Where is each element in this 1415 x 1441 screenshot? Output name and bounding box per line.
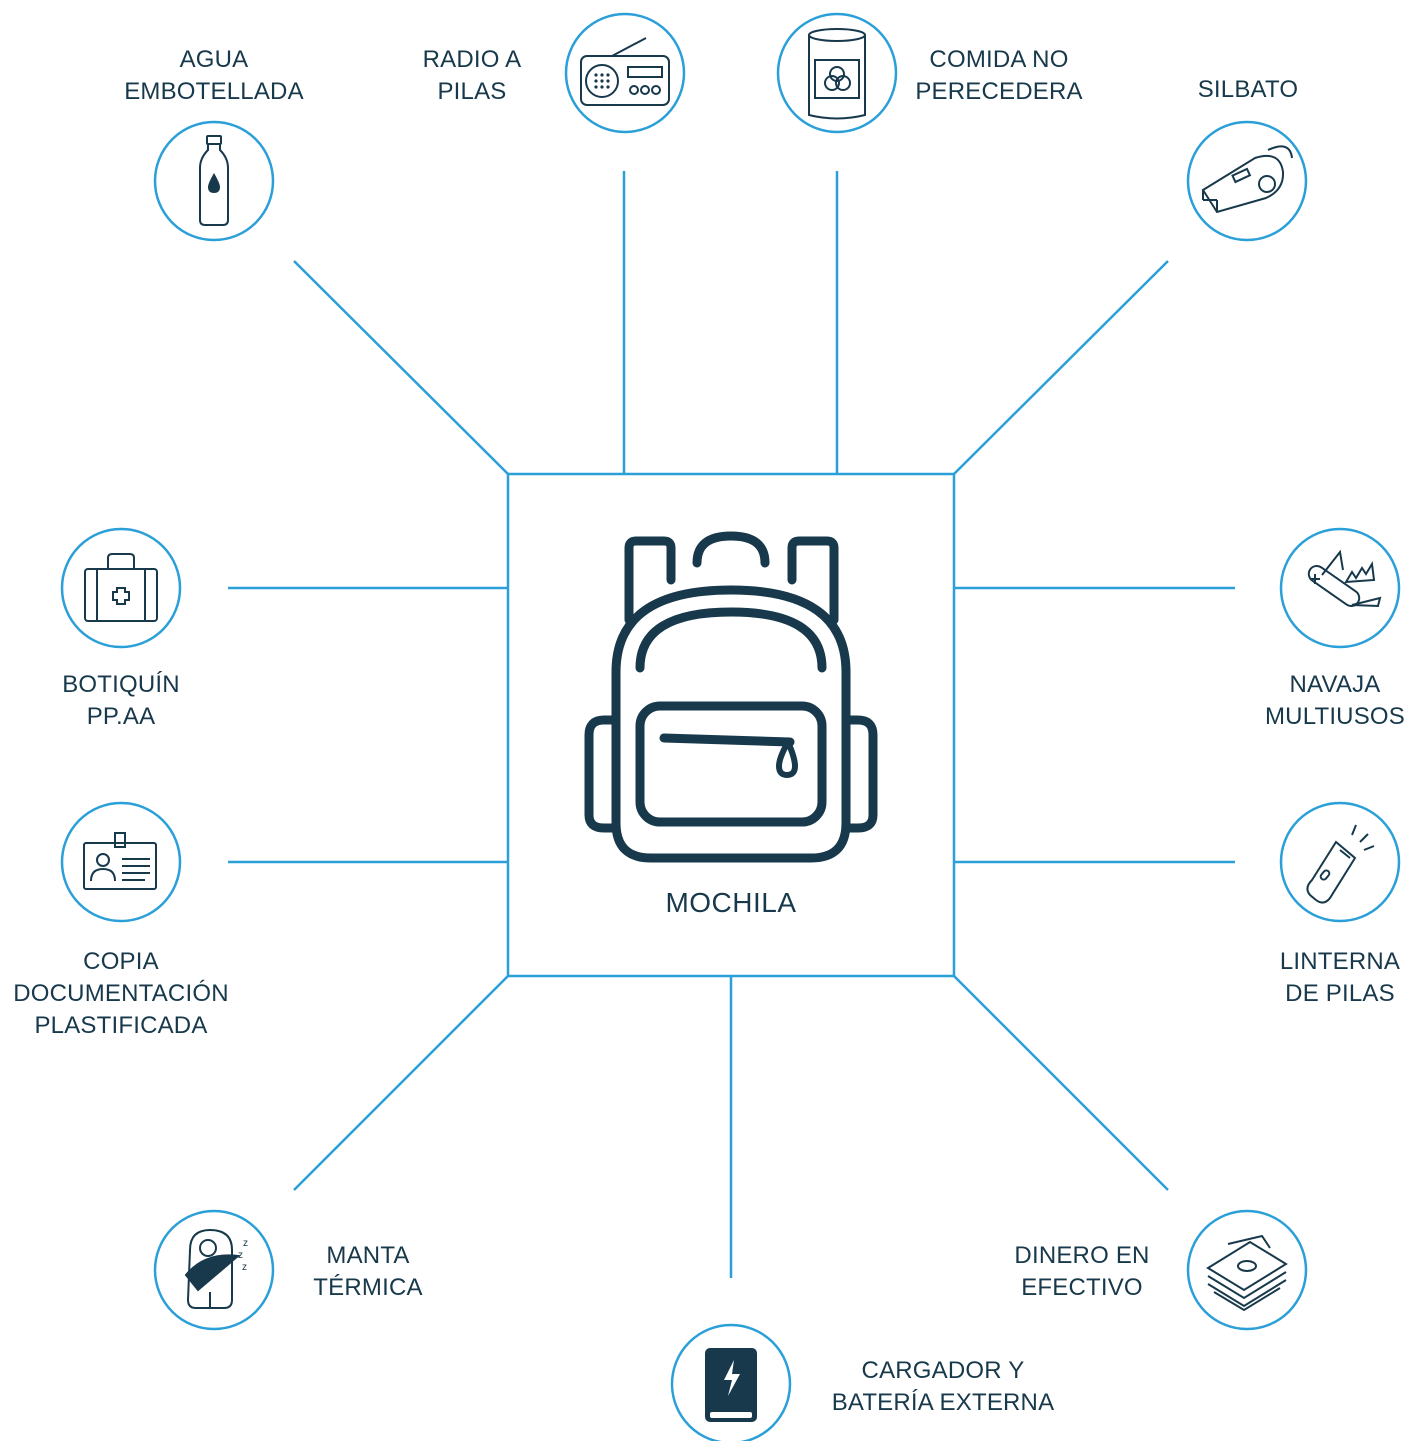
label-agua: AGUA EMBOTELLADA (114, 44, 314, 108)
label-radio-line-1: RADIO A (422, 46, 522, 73)
center-box (506, 472, 956, 978)
label-navaja-line-1: NAVAJA (1289, 671, 1381, 698)
label-cargador-line-2: BATERÍA EXTERNA (831, 1389, 1055, 1416)
label-dinero-line-1: DINERO EN (1014, 1242, 1150, 1269)
first-aid-kit-icon (84, 553, 158, 622)
label-cargador: CARGADOR Y BATERÍA EXTERNA (818, 1355, 1068, 1419)
whistle-icon (1201, 145, 1293, 214)
label-cargador-line-1: CARGADOR Y (861, 1357, 1025, 1384)
label-navaja-line-2: MULTIUSOS (1264, 703, 1406, 730)
sleeping-bag-icon: z z z (184, 1228, 248, 1309)
label-agua-line-2: EMBOTELLADA (124, 78, 304, 105)
label-copia-line-1: COPIA (83, 948, 159, 975)
flashlight-icon (1306, 824, 1375, 904)
connector-agua (293, 260, 509, 475)
navaja-circle (1279, 527, 1401, 649)
radio-icon (580, 37, 670, 106)
label-botiquin-line-2: PP.AA (86, 703, 156, 730)
cash-stack-icon (1206, 1234, 1288, 1312)
comida-circle (776, 12, 898, 134)
label-manta-line-1: MANTA (326, 1242, 410, 1269)
svg-text:z: z (243, 1238, 248, 1249)
svg-text:z: z (242, 1262, 247, 1273)
label-comida-line-1: COMIDA NO (929, 46, 1069, 73)
label-manta: MANTA TÉRMICA (298, 1240, 438, 1304)
center-label: MOCHILA (665, 887, 797, 918)
label-comida-line-2: PERECEDERA (915, 78, 1083, 105)
linterna-circle (1279, 801, 1401, 923)
label-copia-line-3: PLASTIFICADA (34, 1012, 208, 1039)
label-radio-line-2: PILAS (437, 78, 507, 105)
label-linterna: LINTERNA DE PILAS (1262, 946, 1415, 1010)
copia-circle (60, 801, 182, 923)
radio-circle (564, 12, 686, 134)
connector-silbato (953, 260, 1169, 475)
label-silbato-line-1: SILBATO (1197, 76, 1299, 103)
label-comida: COMIDA NO PERECEDERA (904, 44, 1094, 108)
id-card-icon (83, 832, 157, 890)
backpack-icon (584, 531, 878, 863)
multitool-knife-icon (1307, 549, 1382, 608)
label-radio: RADIO A PILAS (402, 44, 542, 108)
label-dinero: DINERO EN EFECTIVO (1002, 1240, 1162, 1304)
label-dinero-line-2: EFECTIVO (1021, 1274, 1143, 1301)
label-copia-line-2: DOCUMENTACIÓN (13, 980, 229, 1007)
food-can-icon (808, 28, 866, 120)
svg-text:z: z (238, 1250, 243, 1261)
label-botiquin: BOTIQUÍN PP.AA (41, 669, 201, 733)
connector-dinero (953, 975, 1169, 1191)
label-navaja: NAVAJA MULTIUSOS (1255, 669, 1415, 733)
label-silbato: SILBATO (1178, 74, 1318, 106)
label-manta-line-2: TÉRMICA (313, 1274, 423, 1301)
power-bank-icon (705, 1348, 757, 1422)
label-linterna-line-2: DE PILAS (1285, 980, 1395, 1007)
connector-manta (293, 975, 509, 1191)
connector-lines (228, 171, 1235, 1278)
label-copia: COPIA DOCUMENTACIÓN PLASTIFICADA (1, 946, 241, 1042)
silbato-circle (1186, 120, 1308, 242)
label-botiquin-line-1: BOTIQUÍN (62, 671, 180, 698)
water-bottle-icon (199, 135, 229, 226)
label-linterna-line-1: LINTERNA (1279, 948, 1401, 975)
label-agua-line-1: AGUA (179, 46, 249, 73)
